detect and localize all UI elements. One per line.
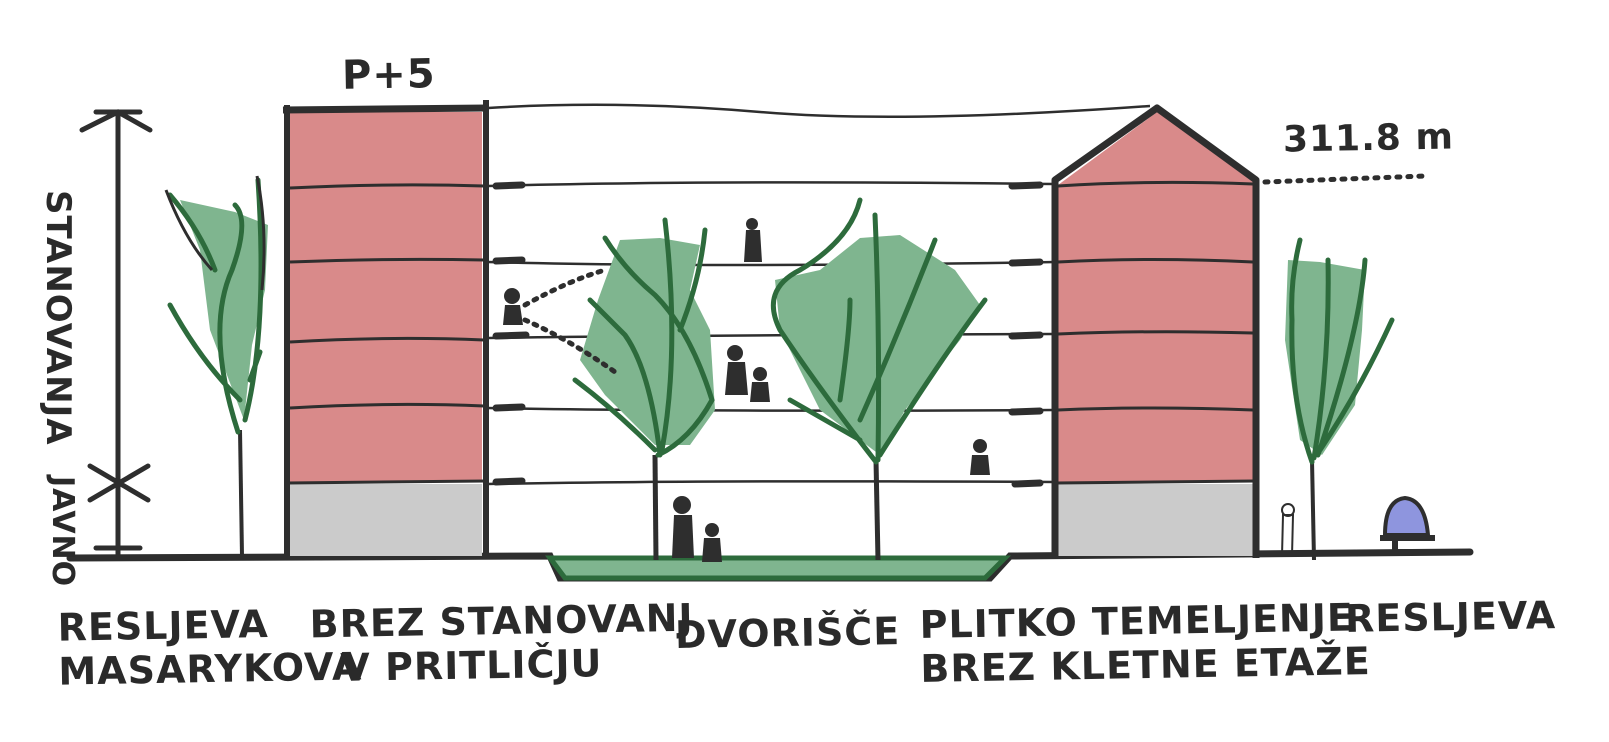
- right-street-tree: [1285, 237, 1395, 561]
- seated-figure-blue: [1380, 495, 1435, 555]
- left-building-ground-floor: [290, 484, 482, 556]
- right-building-caption: PLITKO TEMELJENJE BREZ KLETNE ETAŽE: [919, 595, 1372, 691]
- courtyard-tree-left: [572, 217, 715, 561]
- floor-count-label: P+5: [341, 51, 437, 99]
- right-building-ground-floor: [1058, 484, 1253, 556]
- courtyard-caption: DVORIŠČE: [674, 609, 901, 657]
- right-street-label: RESLJEVA: [1344, 593, 1557, 641]
- dimension-axis: [79, 109, 153, 559]
- balconies: [492, 181, 1044, 488]
- height-label: 311.8 m: [1282, 116, 1455, 161]
- courtyard-lawn: [545, 555, 1012, 581]
- right-building-residential: [1058, 112, 1253, 482]
- axis-lower-label: JAVNO: [45, 476, 80, 588]
- people-figures: [503, 218, 1295, 562]
- left-building-caption-line2: V PRITLIČJU: [340, 640, 603, 690]
- left-building-residential: [290, 112, 482, 482]
- left-street-tree: [164, 175, 268, 557]
- left-building-caption: BREZ STANOVANJ V PRITLIČJU: [309, 595, 694, 691]
- left-building: [282, 100, 489, 558]
- axis-upper-label: STANOVANJA: [38, 190, 78, 446]
- left-building-caption-line1: BREZ STANOVANJ: [309, 595, 694, 647]
- right-building-caption-line2: BREZ KLETNE ETAŽE: [920, 638, 1372, 691]
- courtyard-tree-right: [770, 197, 988, 561]
- right-building: [1051, 104, 1428, 558]
